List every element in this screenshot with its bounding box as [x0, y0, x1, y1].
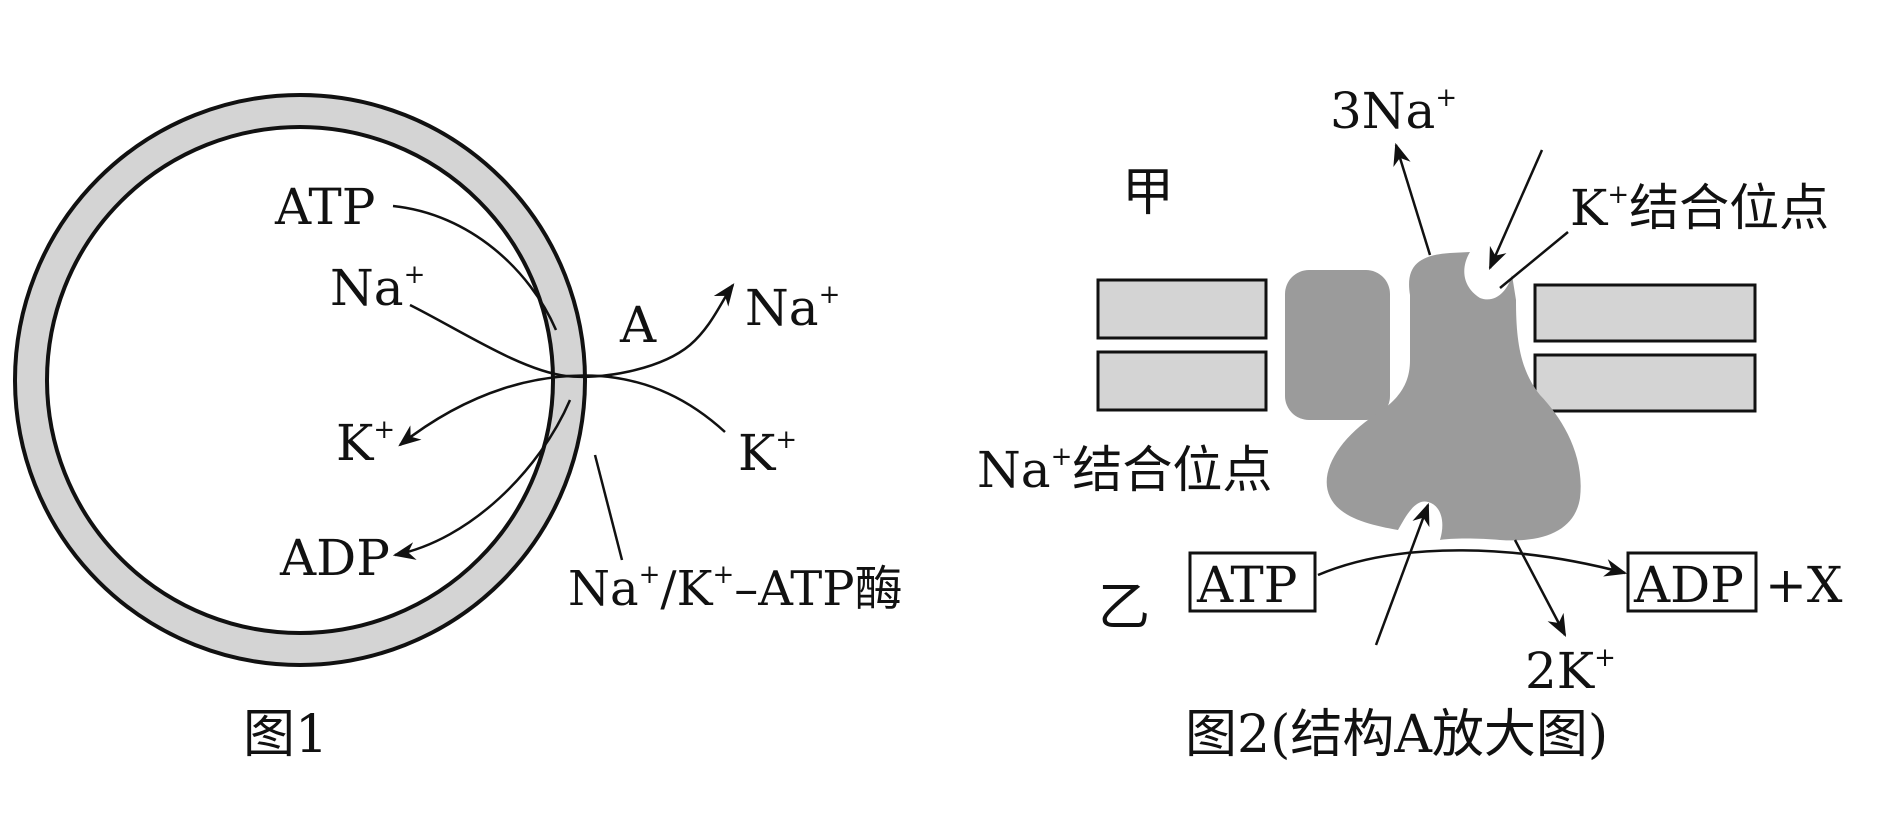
- side-jia-label: 甲: [1122, 163, 1174, 223]
- side-yi-label: 乙: [1098, 578, 1150, 638]
- fig1-na-out-label: Na+: [745, 279, 840, 337]
- figure-1: ATP Na+ A Na+ K+ K+ ADP Na+/K+–ATP酶 图1: [13, 93, 903, 765]
- fig2-atp-label: ATP: [1196, 556, 1297, 614]
- k-binding-arrow: [1488, 149, 1544, 271]
- fig1-adp-label: ADP: [279, 529, 390, 587]
- figure-2-caption: 图2(结构A放大图): [1185, 705, 1608, 765]
- figure-1-caption: 图1: [243, 705, 328, 765]
- na-released-label: 3Na+: [1330, 82, 1457, 140]
- fig1-k-in-label: K+: [336, 414, 395, 472]
- membrane-block-right-top: [1533, 283, 1757, 343]
- atp-hydrolysis-arrow: [1317, 549, 1628, 577]
- k-site-pointer: [1499, 231, 1569, 289]
- fig2-adp-label: ADP: [1633, 556, 1744, 614]
- protein-pump-body: [1326, 252, 1581, 541]
- enzyme-label: Na+/K+–ATP酶: [568, 560, 903, 617]
- plus-x-label: +X: [1765, 556, 1843, 614]
- k-transport-path: [398, 374, 726, 447]
- na-binding-site-label: Na+结合位点: [977, 441, 1272, 499]
- membrane-block-right-bottom: [1533, 353, 1757, 413]
- k-binding-site-label: K+结合位点: [1570, 179, 1829, 237]
- na-binding-arrow: [1374, 502, 1430, 646]
- k-entry-arrow: [1513, 539, 1567, 637]
- fig1-na-in-label: Na+: [330, 259, 425, 317]
- k-taken-label: 2K+: [1525, 642, 1616, 700]
- adp-path: [392, 399, 572, 560]
- fig1-k-out-label: K+: [738, 424, 797, 482]
- fig1-atp-label: ATP: [274, 178, 375, 236]
- membrane-block-left-bottom: [1096, 350, 1268, 412]
- enzyme-pointer-line: [593, 454, 624, 561]
- cell-interior: [45, 125, 555, 635]
- adp-box: [1626, 551, 1758, 613]
- membrane-block-left-top: [1096, 278, 1268, 340]
- atp-box: [1188, 551, 1317, 613]
- na-release-arrow: [1393, 142, 1432, 256]
- atp-line: [392, 204, 558, 331]
- figure-2: 甲 乙 3Na+ K+结合位点 Na+结合位点 ATP ADP +X 2K+ 图…: [977, 82, 1843, 765]
- structure-a-label: A: [619, 296, 657, 354]
- protein-left-subunit: [1285, 270, 1390, 420]
